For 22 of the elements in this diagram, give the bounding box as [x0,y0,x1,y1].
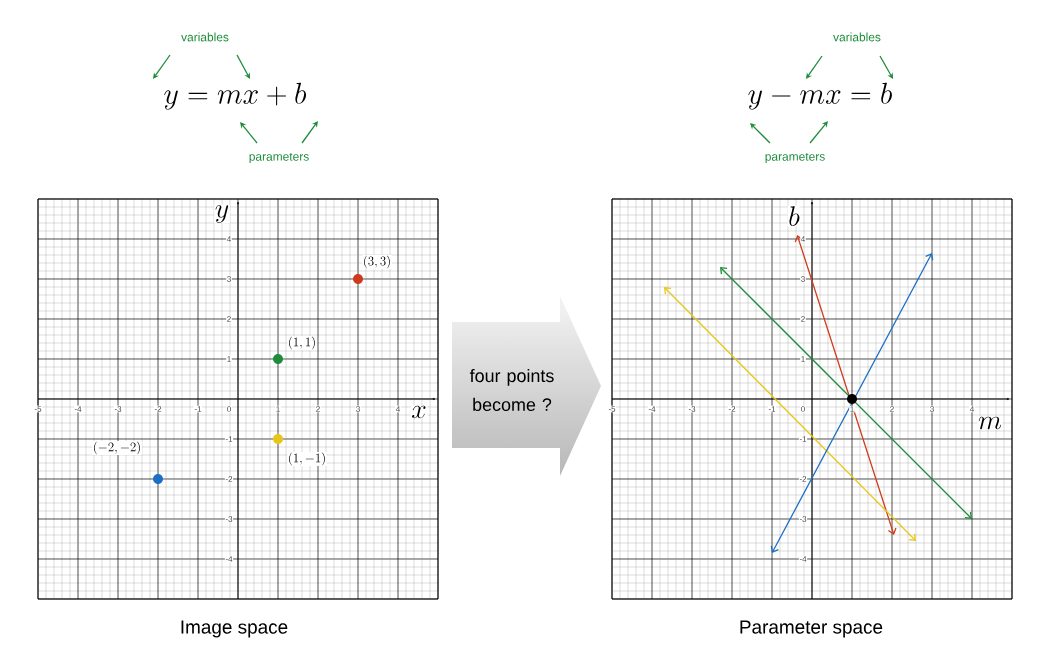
caption: Parameter space [740,620,883,638]
annotation-text: parameters [765,152,825,164]
caption: Image space [181,620,288,638]
block-arrow: four points become ? [469,368,554,411]
annotation-text: variables [181,32,229,42]
arrow [153,54,171,79]
point-label: $(1,-1)$ [287,451,327,467]
arrow [809,121,828,144]
annotation-text: parameters [249,152,309,164]
arrow [236,54,250,79]
axis-label: $m$ [977,416,1003,430]
annotation-text: variables [833,32,881,42]
point-label: $(-2,-2)$ [92,440,142,456]
arrow [301,121,318,144]
axis-label: $x$ [410,405,428,419]
arrow [240,122,258,144]
arrow [750,123,771,144]
arrow [806,55,823,79]
axis-label: $y$ [214,204,230,224]
arrow [879,55,893,79]
equation: $y - mx = b$ [748,82,892,110]
equation: $y = mx + b$ [164,82,307,110]
